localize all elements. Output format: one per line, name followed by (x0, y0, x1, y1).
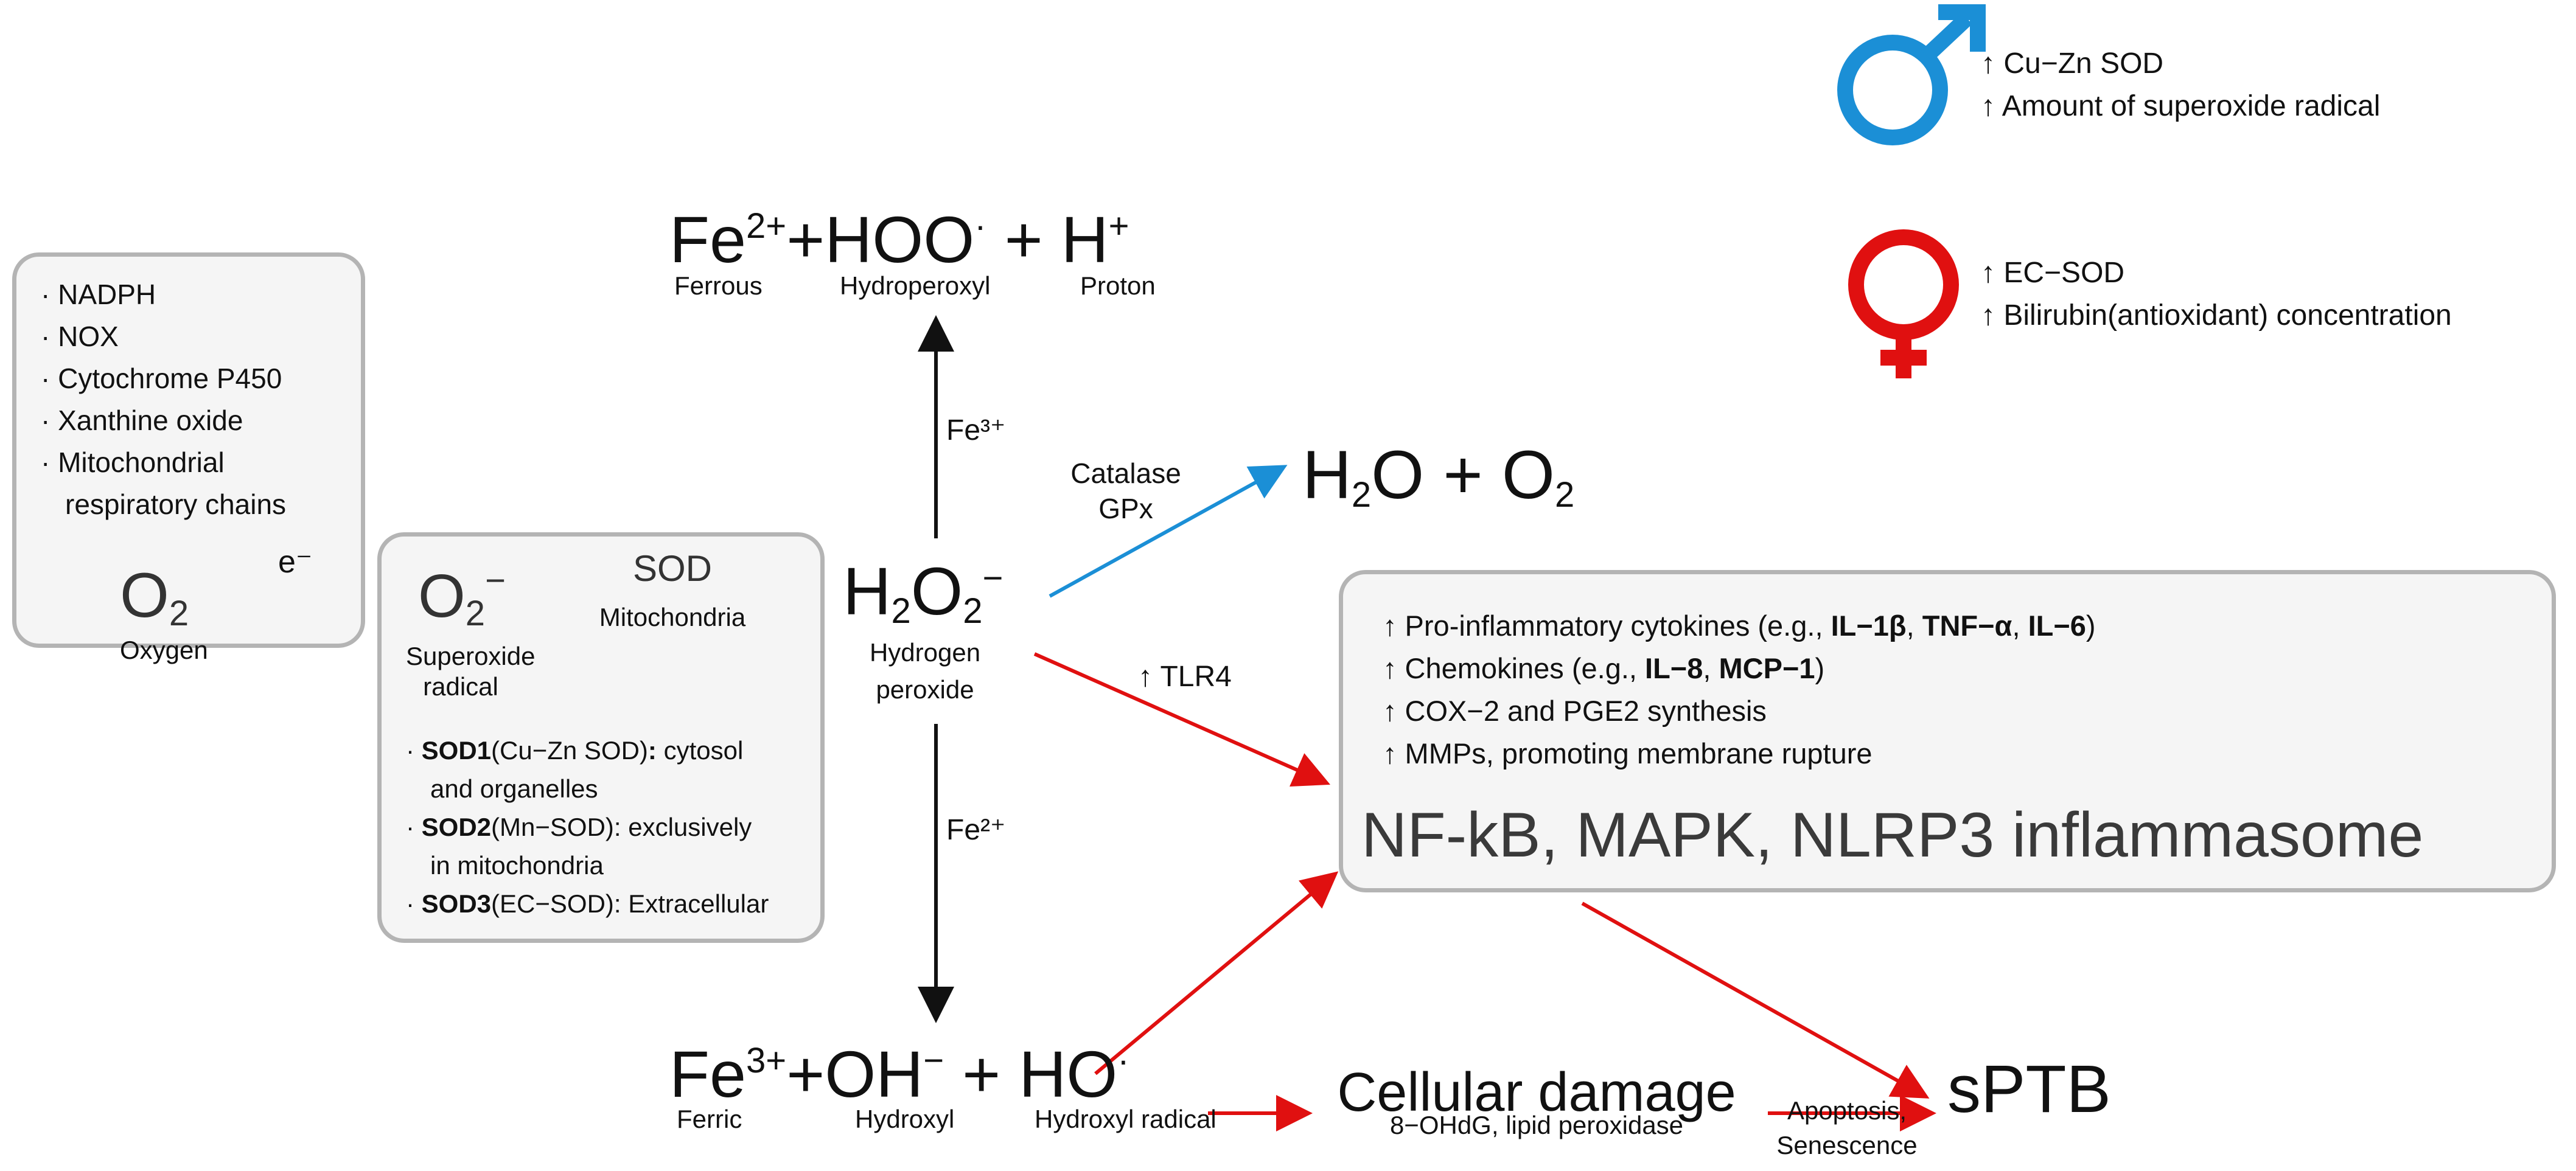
effect-line: ↑ MMPs, promoting membrane rupture (1383, 737, 1873, 770)
tlr4-arrow (1033, 652, 1330, 787)
source-item: · NOX (41, 321, 119, 352)
source-item: · Xanthine oxide (41, 405, 243, 436)
effect-line: ↑ Chemokines (e.g., IL−8, MCP−1) (1383, 652, 1825, 684)
source-item: respiratory chains (65, 488, 287, 520)
sod-type-line: in mitochondria (430, 851, 604, 880)
male-notes: ↑ Cu−Zn SOD ↑ Amount of superoxide radic… (1981, 43, 2380, 128)
apoptosis-senescence-label: Apoptosis, Senescence (1776, 1096, 1918, 1159)
female-symbol-icon (1848, 229, 1959, 378)
fe2-catalyst-label: Fe²⁺ (946, 814, 1006, 846)
effect-line: ↑ COX−2 and PGE2 synthesis (1383, 695, 1767, 727)
proton-label: Proton (1080, 271, 1156, 300)
sod-type-line: · SOD3(EC−SOD): Extracellular (406, 889, 769, 918)
top-reaction-formula: Fe2++HOO· + H+ (669, 203, 1129, 276)
cellular-damage-subtitle: 8−OHdG, lipid peroxidase (1389, 1111, 1684, 1139)
inflammation-pathway-label: NF-kB, MAPK, NLRP3 inflammasome (1361, 800, 2424, 870)
source-item: · Mitochondrial (41, 447, 225, 478)
male-note: ↑ Cu−Zn SOD (1981, 47, 2164, 80)
inflammation-box: ↑ Pro-inflammatory cytokines (e.g., IL−1… (1339, 570, 2556, 892)
mitochondria-label: Mitochondria (599, 603, 746, 631)
source-item: · Cytochrome P450 (41, 363, 282, 394)
inflammation-effects-list: ↑ Pro-inflammatory cytokines (e.g., IL−1… (1383, 605, 2096, 775)
tlr4-label: ↑ TLR4 (1138, 661, 1232, 693)
water-formula: H2O + O2 (1302, 437, 1575, 515)
hydroxyl-to-inflammation-arrow (1094, 871, 1339, 1075)
inflammation-to-sptb-arrow (1581, 902, 1930, 1099)
male-note: ↑ Amount of superoxide radical (1981, 90, 2381, 122)
hydroxyl-label: Hydroxyl (855, 1105, 955, 1133)
ferric-label: Ferric (677, 1105, 742, 1133)
superoxide-box: O2− Superoxide radical · SOD1(Cu−Zn SOD)… (377, 532, 825, 943)
oxygen-formula: O2 (120, 560, 189, 633)
source-item: · NADPH (41, 279, 156, 310)
male-symbol-icon (1837, 4, 1986, 145)
sod-label: SOD (632, 548, 713, 589)
female-notes: ↑ EC−SOD ↑ Bilirubin(antioxidant) concen… (1981, 252, 2452, 337)
female-note: ↑ Bilirubin(antioxidant) concentration (1981, 299, 2452, 332)
ferrous-label: Ferrous (674, 271, 763, 300)
source-list: · NADPH · NOX · Cytochrome P450 · Xanthi… (41, 274, 286, 526)
sod-type-line: and organelles (430, 774, 598, 803)
fe3-catalyst-label: Fe³⁺ (946, 414, 1006, 447)
cellular-damage-title: Cellular damage (1337, 1062, 1736, 1123)
hydroxyl-radical-label: Hydroxyl radical (1035, 1105, 1216, 1133)
catalase-arrow (1049, 465, 1288, 598)
h2o2-label: Hydrogen peroxide (869, 638, 981, 704)
bottom-reaction-formula: Fe3++OH− + HO· (669, 1037, 1129, 1111)
catalase-gpx-label: Catalase GPx (1070, 457, 1181, 524)
sod-type-line: · SOD1(Cu−Zn SOD): cytosol (406, 736, 744, 765)
sod-type-line: · SOD2(Mn−SOD): exclusively (406, 813, 752, 841)
superoxide-label: Superoxide radical (406, 642, 536, 701)
electron-label: e⁻ (278, 544, 313, 580)
oxygen-label: Oxygen (120, 636, 208, 664)
female-note: ↑ EC−SOD (1981, 257, 2125, 289)
h2o2-formula: H2O2− (843, 554, 1004, 631)
superoxide-formula: O2− (418, 561, 506, 633)
ros-sources-box: · NADPH · NOX · Cytochrome P450 · Xanthi… (12, 252, 365, 664)
effect-line: ↑ Pro-inflammatory cytokines (e.g., IL−1… (1383, 610, 2096, 642)
sod-types-list: · SOD1(Cu−Zn SOD): cytosol and organelle… (406, 731, 769, 923)
hydroperoxyl-label: Hydroperoxyl (840, 271, 991, 300)
sptb-label: sPTB (1947, 1052, 2111, 1127)
